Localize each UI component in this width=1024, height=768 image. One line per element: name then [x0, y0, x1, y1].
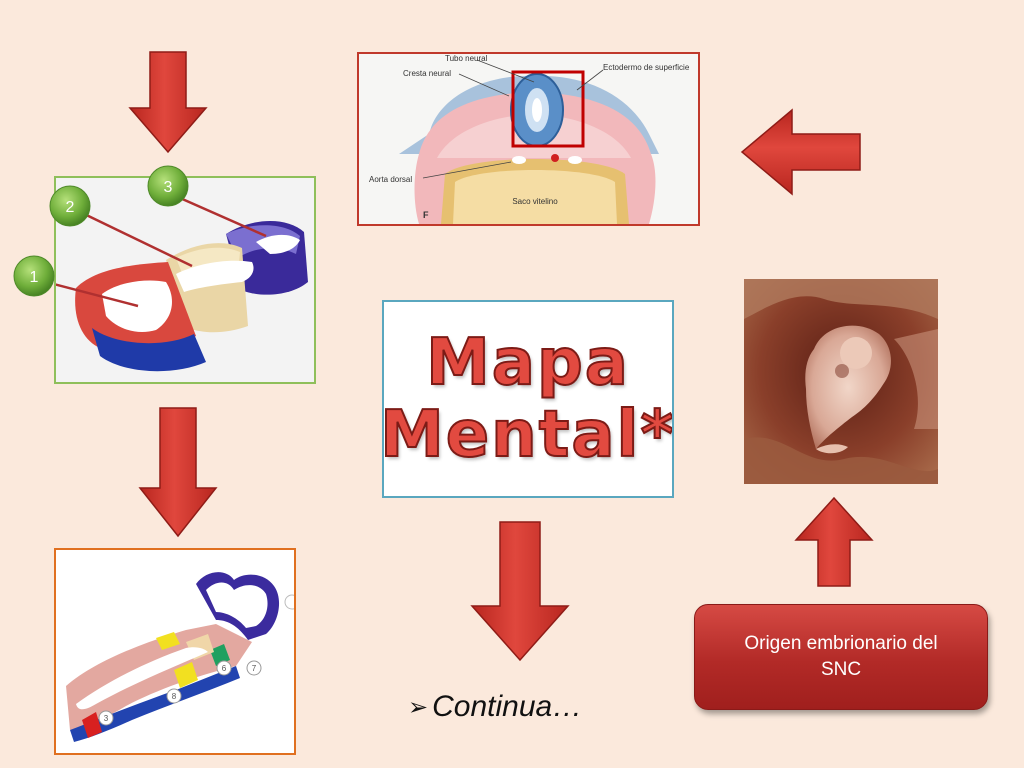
- arrow-left-icon: [740, 108, 861, 196]
- arrow-down-icon: [470, 521, 570, 662]
- label-tubo-neural: Tubo neural: [445, 54, 488, 63]
- arrow-down-icon: [128, 51, 208, 154]
- label-cresta-neural: Cresta neural: [403, 69, 451, 78]
- continua-label: Continua…: [432, 690, 583, 723]
- marker-1-label: 1: [30, 269, 39, 286]
- title-line-1: Mapa: [425, 326, 630, 400]
- marker-2: 2: [49, 185, 91, 227]
- marker-1: 1: [13, 255, 55, 297]
- embryo-photo: [744, 279, 938, 484]
- marker-2-label: 2: [66, 199, 75, 216]
- detail-marker-8: 8: [172, 692, 177, 701]
- detail-marker-6: 6: [222, 664, 227, 673]
- cross-section-diagram: Tubo neural Cresta neural Ectodermo de s…: [357, 52, 700, 226]
- origin-line-1: Origen embrionario del: [744, 633, 938, 654]
- arrow-bullet-icon: ➢: [408, 693, 429, 721]
- origin-line-2: SNC: [820, 659, 862, 680]
- detail-marker-7: 7: [252, 664, 257, 673]
- marker-3: 3: [147, 165, 189, 207]
- marker-3-label: 3: [164, 179, 173, 196]
- title-box: Mapa Mental*: [382, 300, 674, 498]
- arrow-up-icon: [794, 496, 874, 587]
- label-figure-letter: F: [423, 210, 429, 220]
- label-aorta-dorsal: Aorta dorsal: [369, 175, 412, 184]
- detail-marker-3: 3: [104, 714, 109, 723]
- continua-text: ➢ Continua…: [408, 690, 582, 724]
- label-ectodermo: Ectodermo de superficie: [603, 63, 690, 72]
- arrow-down-icon: [138, 407, 218, 538]
- neural-tube-diagram: [54, 176, 316, 384]
- neural-tube-detail-diagram: 6 7 8 3: [54, 548, 296, 755]
- title-line-2: Mental*: [382, 398, 674, 472]
- label-saco-vitelino: Saco vitelino: [512, 197, 558, 206]
- origin-snc-button[interactable]: Origen embrionario del SNC: [694, 604, 988, 710]
